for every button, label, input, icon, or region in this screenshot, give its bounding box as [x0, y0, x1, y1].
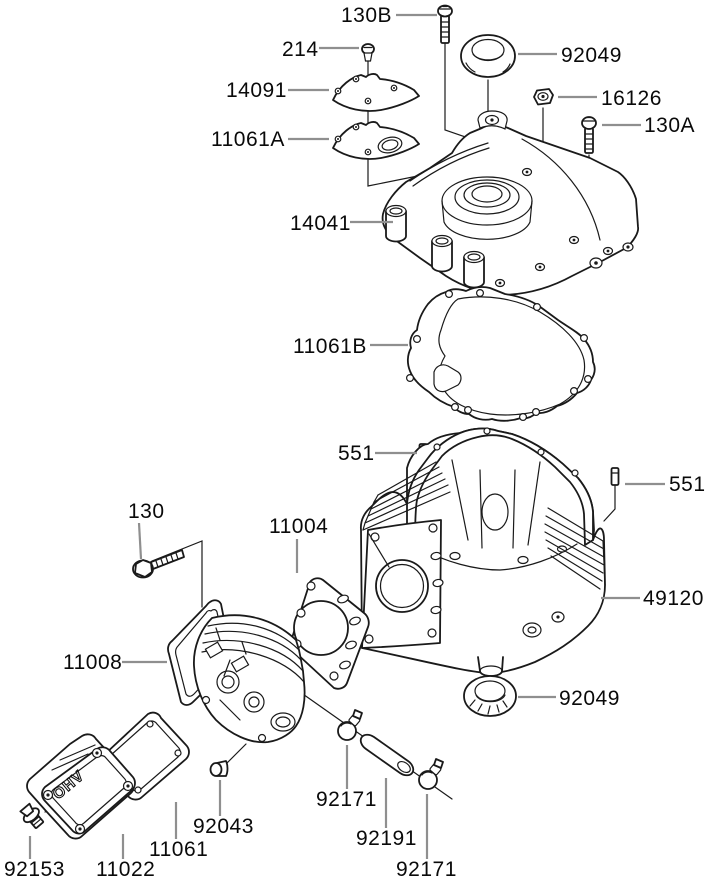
label-92049-lower: 92049 [559, 687, 620, 710]
head-fins [201, 622, 305, 683]
align-line-130 [151, 540, 203, 608]
part-92153-bolt [19, 802, 45, 829]
label-49120: 49120 [643, 587, 704, 610]
head-valve-detail [201, 627, 296, 743]
part-11022-valve-cover: OHV [26, 733, 136, 840]
head-mounting-face [361, 519, 444, 649]
label-92191: 92191 [356, 827, 417, 850]
label-11004: 11004 [269, 515, 328, 538]
leader-lines [28, 13, 665, 859]
part-130A-bolt [581, 116, 597, 154]
label-92153: 92153 [4, 858, 65, 881]
part-11004-head-gasket [290, 577, 370, 690]
label-130B: 130B [341, 4, 392, 27]
part-92171-clamp-lower [418, 758, 444, 790]
part-551-pin-right [610, 467, 620, 486]
cooling-fins-right [544, 507, 606, 590]
label-551-left: 551 [338, 442, 375, 465]
part-92049-bottom-seal [463, 675, 517, 717]
label-11022: 11022 [96, 858, 155, 881]
gasket-bolt-holes [406, 289, 592, 422]
part-49120-cylinder [359, 427, 606, 677]
label-214: 214 [282, 38, 319, 61]
part-130-bolt [132, 549, 185, 579]
label-92049-upper: 92049 [561, 44, 622, 67]
part-92049-top-seal [460, 34, 516, 78]
part-14091-plate [332, 73, 420, 112]
label-551-right: 551 [669, 473, 705, 496]
label-11061: 11061 [149, 838, 208, 861]
part-92043-dome-pin [209, 760, 229, 777]
label-130A: 130A [644, 114, 695, 137]
part-16126-nut [533, 88, 554, 106]
label-11061B: 11061B [293, 335, 367, 358]
align-line-551-right [603, 485, 616, 522]
part-labels: 130B 214 92049 14091 16126 130A 11061A 1… [4, 4, 705, 881]
label-11061A: 11061A [211, 128, 285, 151]
part-130B-bolt [437, 4, 453, 44]
cooling-fins-left [362, 461, 451, 531]
part-92191-breather-tube [359, 733, 415, 777]
label-130: 130 [128, 500, 165, 523]
part-11061A-gasket [332, 121, 420, 160]
label-92043: 92043 [193, 815, 254, 838]
label-14091: 14091 [226, 79, 287, 102]
label-11008: 11008 [63, 651, 122, 674]
part-11008-cylinder-head [167, 599, 306, 744]
label-16126: 16126 [601, 87, 662, 110]
label-92171-lower: 92171 [396, 858, 457, 881]
part-214-screw [361, 43, 375, 62]
label-92171-upper: 92171 [316, 788, 377, 811]
label-14041: 14041 [290, 212, 351, 235]
part-14041-crankcase-cover [381, 110, 639, 296]
part-92171-clamp-upper [337, 709, 363, 741]
cover-standoff-legs [385, 204, 485, 289]
crankcase-cavity-detail [419, 427, 579, 571]
align-line-92043 [226, 743, 247, 764]
part-11061B-gasket [406, 286, 596, 422]
